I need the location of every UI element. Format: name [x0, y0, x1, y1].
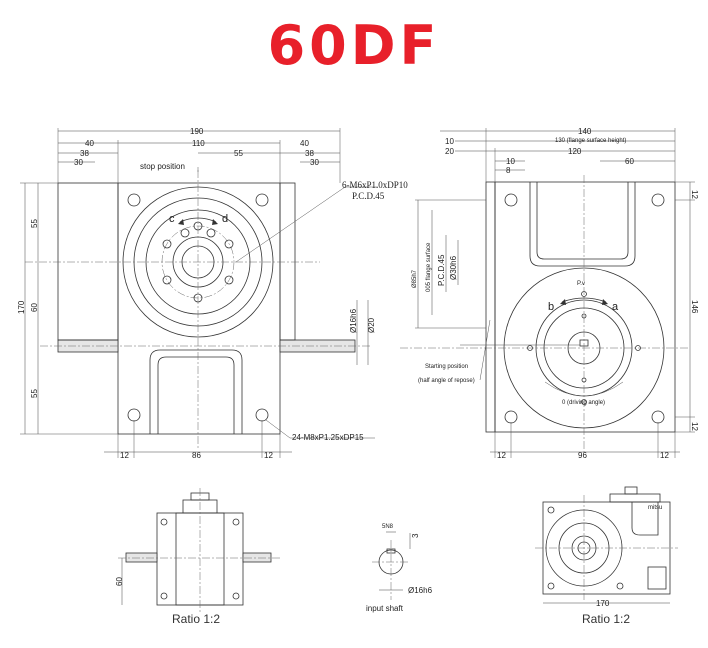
note-thread: 6-M6xP1.0xDP10 [342, 180, 408, 190]
bl-dim-60: 60 [115, 577, 124, 586]
dim-12-right: 12 [264, 451, 273, 460]
front-corner-hole [255, 193, 269, 207]
dim-55: 55 [234, 149, 243, 158]
shaft-dim-5n8: 5N8 [382, 524, 394, 530]
side-dim-flange: 005 flange surface [426, 242, 432, 292]
side-corner-hole [651, 193, 665, 207]
side-view [400, 128, 695, 458]
side-dim-146: 146 [690, 300, 699, 314]
front-view [20, 128, 378, 458]
label-stop-position: stop position [140, 162, 185, 171]
front-hole [206, 228, 216, 238]
side-dim-140: 140 [578, 127, 592, 136]
front-recess [149, 349, 243, 434]
label-d: d [222, 213, 228, 225]
side-housing [494, 181, 676, 433]
side-dim-pcd: P.C.D.45 [437, 254, 446, 286]
shaft-caption: input shaft [366, 604, 404, 613]
dim-55-bottom: 55 [30, 389, 39, 398]
br-dim-170: 170 [596, 599, 610, 608]
dim-dia16: Ø16h6 [349, 308, 358, 333]
side-recess [529, 182, 636, 267]
side-label-a: a [612, 301, 619, 313]
front-corner-hole [127, 408, 141, 422]
side-corner-hole [504, 410, 518, 424]
front-corner-hole [127, 193, 141, 207]
dim-40-right: 40 [300, 139, 309, 148]
side-half-angle: (half angle of repose) [418, 378, 475, 384]
shaft-dim-3: 3 [411, 533, 420, 538]
dim-86: 86 [192, 451, 201, 460]
page-title: 60DF [267, 14, 441, 77]
bottom-right-view [535, 486, 678, 604]
br-tag: mitsu [648, 505, 662, 511]
side-dim-120: 120 [568, 147, 582, 156]
front-side-left [57, 182, 119, 341]
side-dim-r10: 10 [506, 157, 515, 166]
side-dim-r8: 8 [506, 166, 511, 175]
dim-170: 170 [17, 300, 26, 314]
front-recess-inner [157, 356, 235, 434]
dim-dia20: Ø20 [367, 317, 376, 333]
side-starting-position: Starting position [425, 364, 468, 370]
front-hole [224, 239, 234, 249]
front-hole [162, 239, 172, 249]
side-dim-130-note: 130 (flange surface height) [555, 138, 626, 144]
side-flange [485, 181, 496, 433]
dim-55-top: 55 [30, 219, 39, 228]
front-housing [117, 182, 281, 435]
side-recess-inner [536, 182, 629, 260]
side-corner-hole [651, 410, 665, 424]
side-label-b: b [548, 301, 554, 313]
side-dim-30: Ø30h6 [449, 255, 458, 280]
side-dim-12-bottom: 12 [690, 422, 699, 431]
dim-38-right: 38 [305, 149, 314, 158]
front-side-right [279, 182, 296, 341]
side-dim-96: 96 [578, 451, 587, 460]
front-hole [180, 228, 190, 238]
dim-40-left: 40 [85, 139, 94, 148]
side-dim-60: 60 [625, 157, 634, 166]
side-dim-12-right: 12 [660, 451, 669, 460]
dim-30-right: 30 [310, 158, 319, 167]
dim-190: 190 [190, 127, 204, 136]
side-dim-12-left: 12 [497, 451, 506, 460]
side-dim-12-top: 12 [690, 190, 699, 199]
side-dim-85: Ø85h7 [412, 269, 418, 288]
label-c: c [169, 213, 175, 225]
note-pcd: P.C.D.45 [352, 191, 385, 201]
note-bottom-thread: 24-M8xP1.25xDP15 [292, 433, 364, 442]
dim-30-left: 30 [74, 158, 83, 167]
side-label-pv: P.v [577, 281, 585, 287]
front-hole [162, 275, 172, 285]
dim-12-left: 12 [120, 451, 129, 460]
dim-60: 60 [30, 303, 39, 312]
dim-38-left: 38 [80, 149, 89, 158]
front-hole [224, 275, 234, 285]
input-shaft-view [372, 531, 411, 600]
side-corner-hole [504, 193, 518, 207]
front-corner-hole [255, 408, 269, 422]
bottom-left-view [118, 488, 280, 612]
shaft-dim-16: Ø16h6 [408, 586, 433, 595]
bl-caption: Ratio 1:2 [172, 612, 220, 626]
side-dim-20: 20 [445, 147, 454, 156]
br-caption: Ratio 1:2 [582, 612, 630, 626]
side-driving-angle: 0 (driving angle) [562, 400, 605, 406]
side-dim-10: 10 [445, 137, 454, 146]
dim-110: 110 [192, 139, 205, 148]
